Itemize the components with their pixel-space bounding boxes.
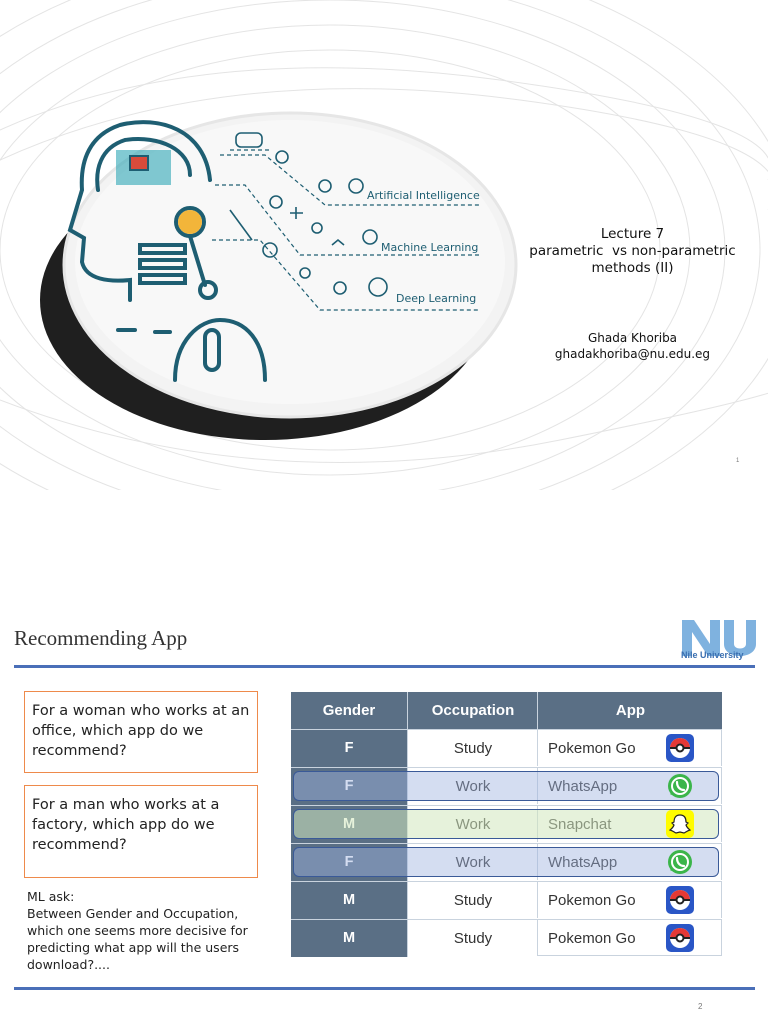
whatsapp-icon — [668, 774, 692, 798]
title-divider — [14, 665, 755, 668]
app-cell: Pokemon Go — [537, 881, 722, 918]
snapchat-icon — [666, 810, 694, 838]
occupation-cell: Study — [407, 881, 538, 919]
occupation-cell: Work — [407, 843, 538, 881]
ml-ask-line: Between Gender and Occupation, — [27, 906, 239, 921]
ml-ask-line: which one seems more decisive for — [27, 923, 248, 938]
table-row: M Work Snapchat — [291, 805, 722, 843]
whatsapp-icon — [668, 850, 692, 874]
app-cell: WhatsApp — [537, 767, 722, 804]
table-row: F Work WhatsApp — [291, 767, 722, 805]
header-occupation: Occupation — [407, 692, 538, 729]
table-row: F Study Pokemon Go — [291, 729, 722, 767]
question-box-woman: For a woman who works at an office, whic… — [24, 691, 258, 773]
lecture-title: Lecture 7 parametric vs non-parametric m… — [520, 226, 745, 277]
nile-university-logo — [682, 620, 756, 656]
table-row: F Work WhatsApp — [291, 843, 722, 881]
table-header: Gender Occupation App — [291, 692, 722, 729]
gender-cell: F — [291, 843, 407, 881]
ml-label: Machine Learning — [381, 241, 478, 254]
occupation-cell: Study — [407, 729, 538, 767]
gender-cell: M — [291, 805, 407, 843]
author-info: Ghada Khoriba ghadakhoriba@nu.edu.eg — [520, 330, 745, 362]
recommending-app-slide: Recommending App Nile University For a w… — [0, 598, 768, 1024]
app-cell: Pokemon Go — [537, 919, 722, 956]
app-cell: Pokemon Go — [537, 729, 722, 766]
question-box-man: For a man who works at a factory, which … — [24, 785, 258, 878]
title-slide-artwork: Artificial Intelligence Machine Learning… — [0, 0, 768, 490]
app-cell: Snapchat — [537, 805, 722, 842]
pokeball-icon — [666, 924, 694, 952]
ml-ask-line: download?.... — [27, 957, 110, 972]
ml-ask-line: ML ask: — [27, 889, 75, 904]
header-gender: Gender — [322, 702, 376, 719]
occupation-cell: Work — [407, 767, 538, 805]
gender-cell: F — [291, 729, 407, 767]
lecture-topic-line1: parametric vs non-parametric — [529, 243, 736, 259]
lecture-topic-line2: methods (II) — [591, 260, 674, 276]
page-number: 2 — [698, 1002, 703, 1011]
slide-title: Recommending App — [14, 626, 188, 650]
title-slide: Artificial Intelligence Machine Learning… — [0, 0, 768, 490]
pokeball-icon — [666, 886, 694, 914]
ml-ask-line: predicting what app will the users — [27, 940, 240, 955]
app-cell: WhatsApp — [537, 843, 722, 880]
gender-cell: M — [291, 919, 407, 957]
author-email: ghadakhoriba@nu.edu.eg — [554, 347, 711, 361]
logo-caption: Nile University — [681, 650, 744, 660]
gender-cell: F — [291, 767, 407, 805]
pokeball-icon — [666, 734, 694, 762]
table-row: M Study Pokemon Go — [291, 881, 722, 919]
gender-cell: M — [291, 881, 407, 919]
page-number: 1 — [736, 458, 740, 464]
ai-label: Artificial Intelligence — [367, 189, 480, 202]
author-name: Ghada Khoriba — [587, 331, 678, 345]
occupation-cell: Study — [407, 919, 538, 957]
ml-ask-text: ML ask: Between Gender and Occupation, w… — [27, 888, 265, 973]
bottom-divider — [14, 987, 755, 990]
header-app: App — [537, 692, 723, 729]
dl-label: Deep Learning — [396, 292, 476, 305]
lecture-number: Lecture 7 — [600, 226, 665, 242]
table-row: M Study Pokemon Go — [291, 919, 722, 957]
occupation-cell: Work — [407, 805, 538, 843]
